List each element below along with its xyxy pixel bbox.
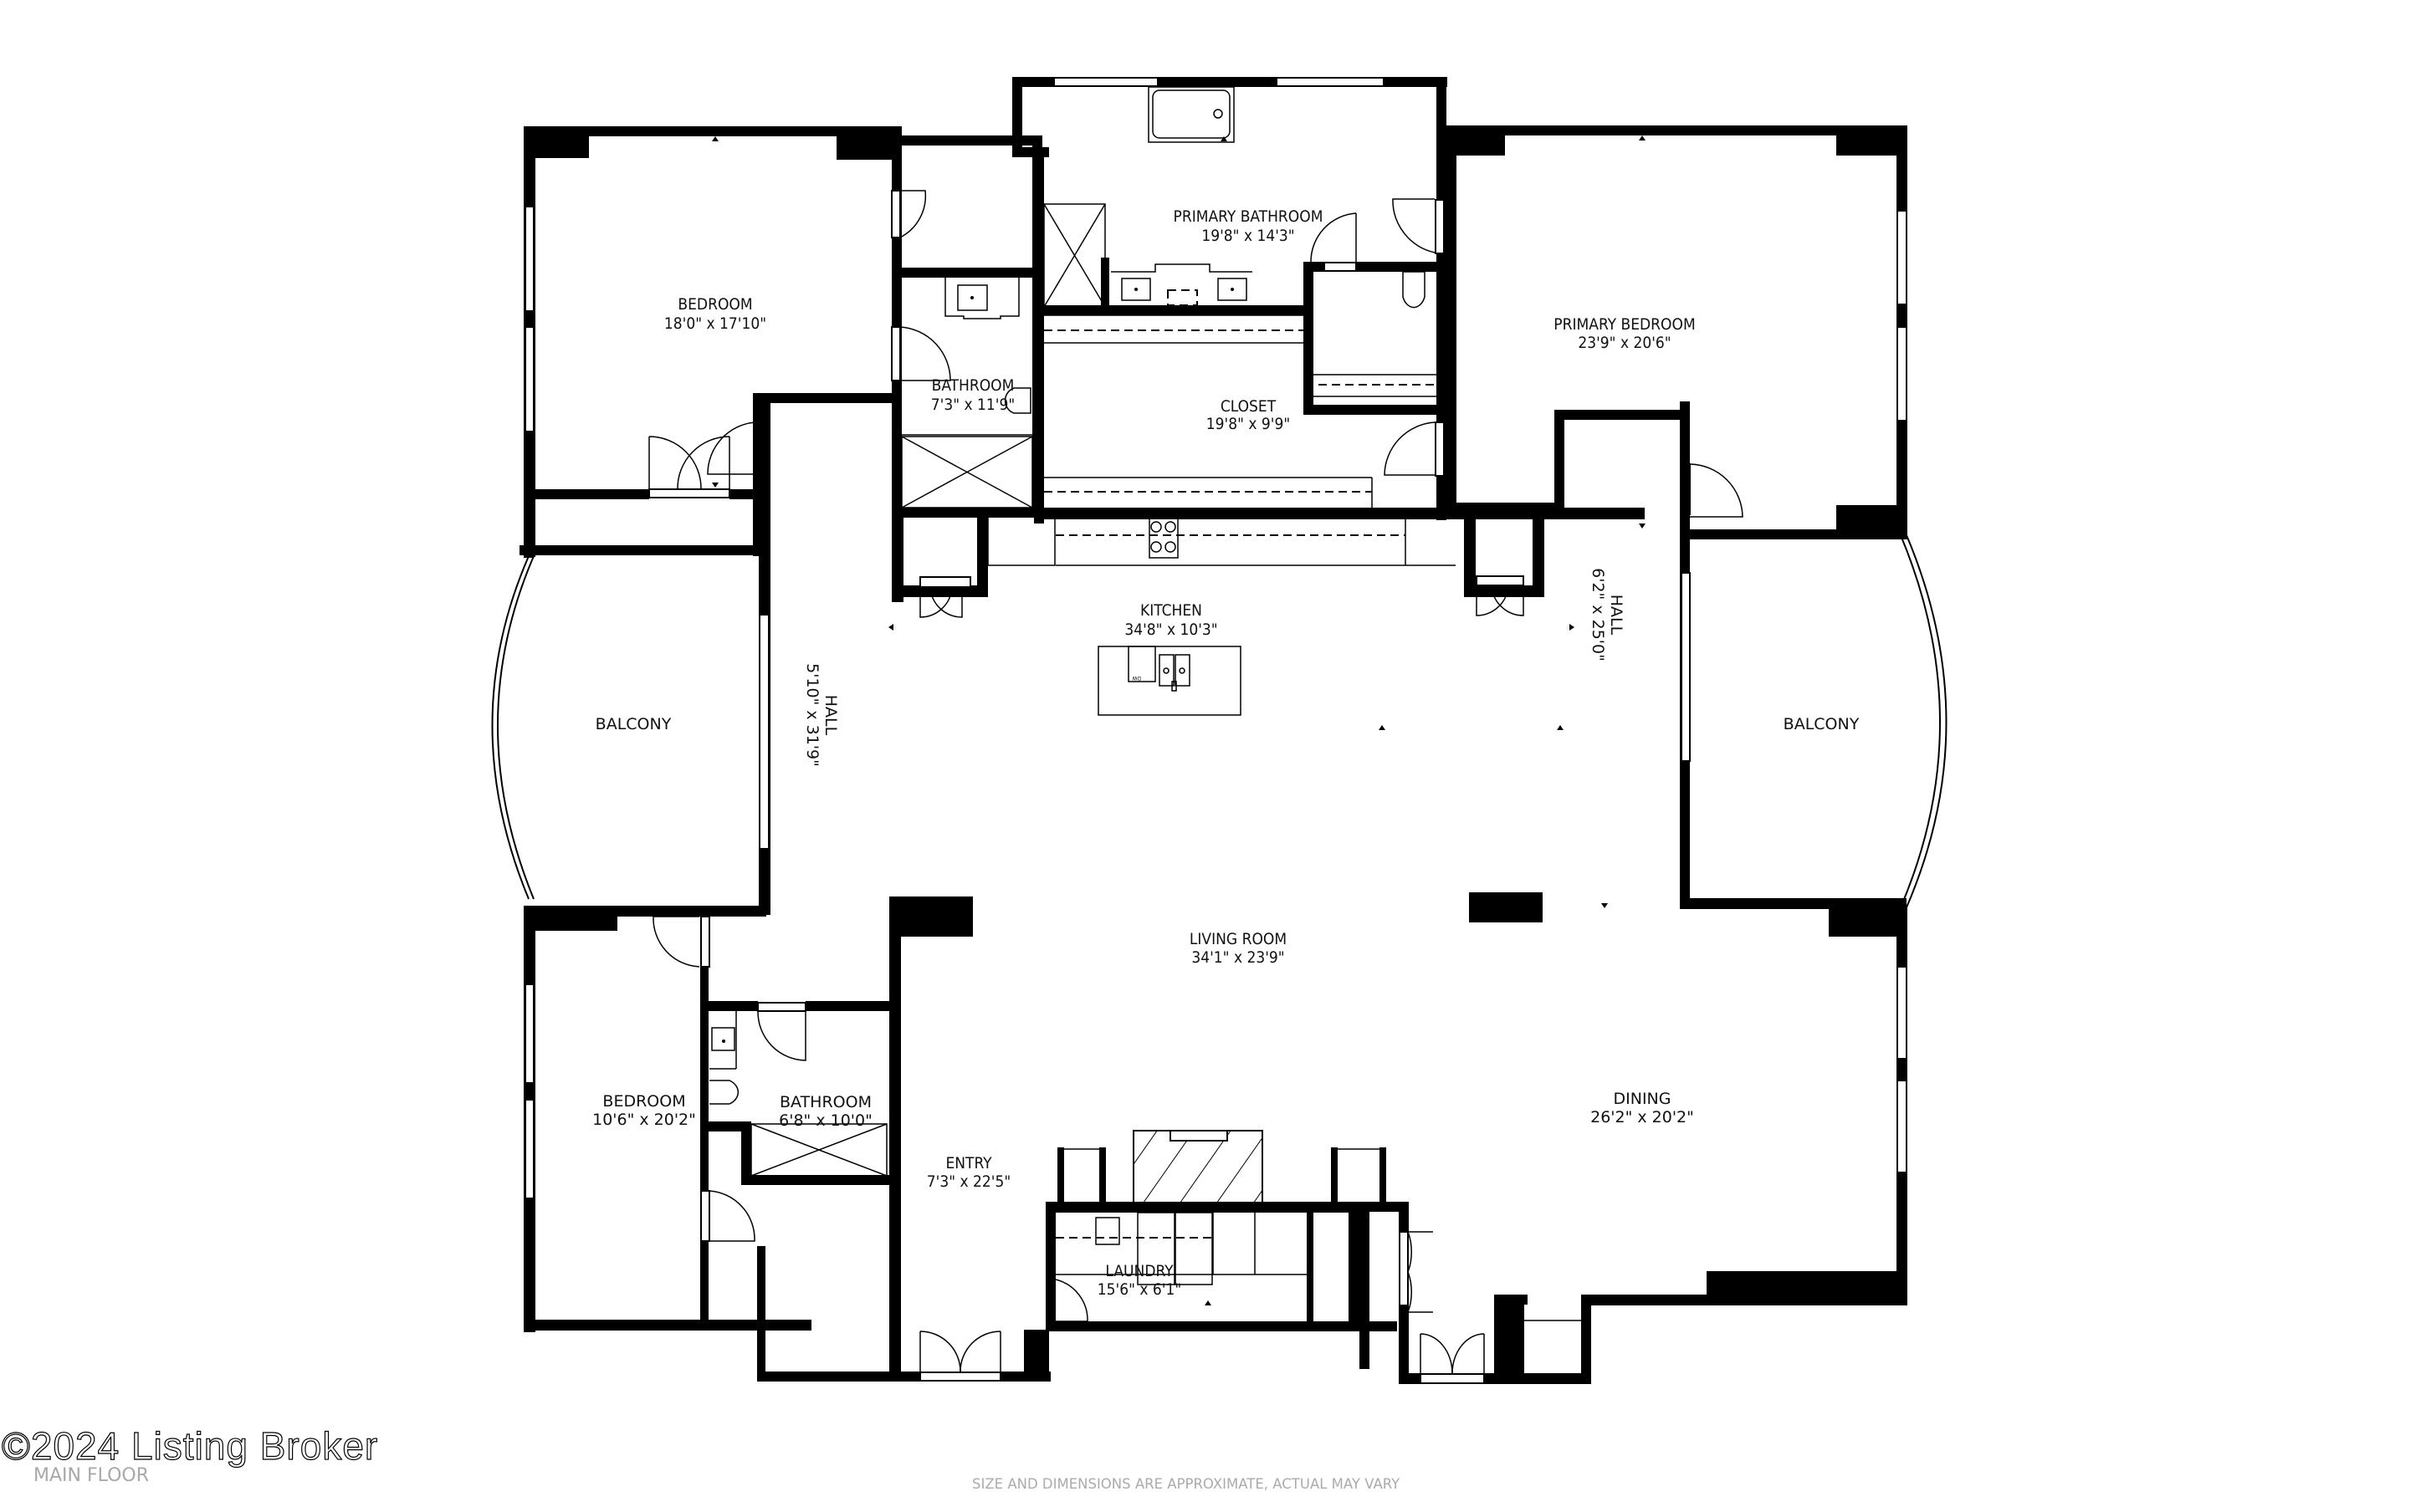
room-name: LAUNDRY	[1105, 1262, 1174, 1280]
room-name: LIVING ROOM	[1190, 930, 1287, 948]
room-label-entry: ENTRY 7'3" x 22'5"	[927, 1154, 1011, 1191]
room-dimensions: 7'3" x 22'5"	[927, 1172, 1011, 1191]
room-name: BALCONY	[1784, 715, 1860, 733]
room-name: HALL	[1607, 595, 1625, 636]
laundry-walls	[1046, 1130, 1433, 1369]
room-label-balcony-west: BALCONY	[596, 715, 672, 733]
measurement-markers	[712, 135, 1646, 1305]
room-label-bedroom-sw: BEDROOM 10'6" x 20'2"	[592, 1092, 696, 1129]
bedroom-sw-walls	[524, 906, 899, 1382]
room-name: CLOSET	[1221, 397, 1277, 416]
room-label-bedroom-nw: BEDROOM 18'0" x 17'10"	[664, 295, 766, 333]
room-dimensions: 7'3" x 11'9"	[931, 396, 1015, 414]
room-label-bathroom-s: BATHROOM 6'8" x 10'0"	[779, 1093, 873, 1130]
room-dimensions: 18'0" x 17'10"	[664, 314, 766, 333]
room-name: BEDROOM	[678, 295, 752, 314]
room-dimensions: 10'6" x 20'2"	[592, 1111, 696, 1129]
copyright-watermark: ©2024 Listing Broker	[1, 1424, 379, 1468]
kitchen-walls: DW	[892, 512, 1544, 716]
room-name: PRIMARY BATHROOM	[1174, 207, 1323, 226]
bathroom-n-walls	[891, 135, 1042, 585]
primary-bathroom-walls	[1012, 77, 1447, 524]
room-name: BALCONY	[596, 715, 672, 733]
primary-bedroom-walls	[1446, 125, 1907, 539]
room-dimensions: 6'2" x 25'0"	[1589, 568, 1607, 662]
dimensions-disclaimer: SIZE AND DIMENSIONS ARE APPROXIMATE, ACT…	[972, 1476, 1400, 1492]
dining-walls	[1399, 907, 1907, 1384]
room-label-laundry: LAUNDRY 15'6" x 6'1"	[1098, 1262, 1181, 1299]
room-label-balcony-east: BALCONY	[1784, 715, 1860, 733]
room-label-bathroom-n: BATHROOM 7'3" x 11'9"	[931, 376, 1015, 414]
floor-name-caption: MAIN FLOOR	[33, 1465, 150, 1486]
balcony-east	[1900, 534, 1948, 908]
room-dimensions: 5'10" x 31'9"	[803, 663, 822, 767]
room-dimensions: 26'2" x 20'2"	[1590, 1108, 1694, 1126]
room-name: ENTRY	[945, 1154, 992, 1172]
room-label-dining: DINING 26'2" x 20'2"	[1590, 1090, 1694, 1126]
hall-east-walls	[1469, 401, 1907, 922]
room-dimensions: 19'8" x 14'3"	[1201, 227, 1294, 245]
room-dimensions: 6'8" x 10'0"	[779, 1111, 873, 1130]
balcony-west	[491, 555, 535, 900]
closet-walls	[1034, 311, 1645, 519]
room-label-living-room: LIVING ROOM 34'1" x 23'9"	[1190, 930, 1287, 967]
dishwasher-label: DW	[1132, 675, 1141, 681]
room-name: DINING	[1614, 1090, 1671, 1108]
room-label-hall-east: HALL 6'2" x 25'0"	[1589, 568, 1625, 662]
room-name: BEDROOM	[602, 1092, 685, 1111]
room-name: KITCHEN	[1140, 601, 1202, 620]
bathroom-s-walls	[701, 1001, 898, 1185]
room-dimensions: 34'1" x 23'9"	[1191, 948, 1284, 967]
room-dimensions: 19'8" x 9'9"	[1206, 415, 1290, 433]
room-label-primary-bedroom: PRIMARY BEDROOM 23'9" x 20'6"	[1553, 315, 1695, 352]
room-label-primary-bathroom: PRIMARY BATHROOM 19'8" x 14'3"	[1174, 207, 1323, 245]
room-name: BATHROOM	[780, 1093, 872, 1111]
bedroom-nw-walls	[520, 126, 902, 557]
room-dimensions: 23'9" x 20'6"	[1578, 334, 1671, 352]
room-name: HALL	[822, 695, 840, 736]
room-label-closet: CLOSET 19'8" x 9'9"	[1206, 397, 1290, 433]
entry-walls	[889, 1330, 1051, 1382]
room-name: BATHROOM	[932, 376, 1015, 395]
room-label-kitchen: KITCHEN 34'8" x 10'3"	[1124, 601, 1217, 639]
room-dimensions: 15'6" x 6'1"	[1098, 1280, 1181, 1299]
room-name: PRIMARY BEDROOM	[1553, 315, 1695, 334]
hall-west-walls	[524, 396, 973, 1382]
room-label-hall-west: HALL 5'10" x 31'9"	[803, 663, 840, 767]
room-dimensions: 34'8" x 10'3"	[1124, 621, 1217, 639]
